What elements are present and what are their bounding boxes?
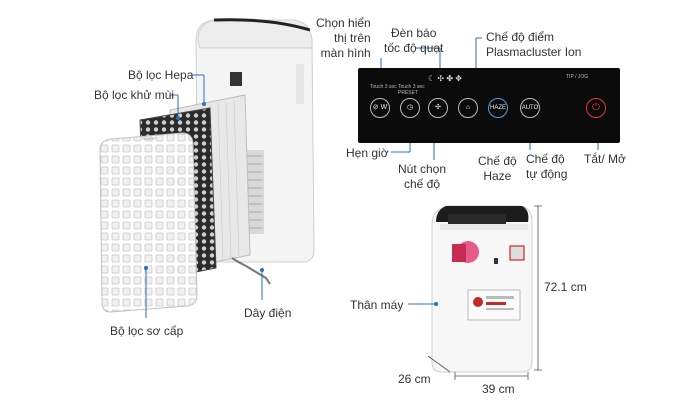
label-deodorizing-filter: Bộ lọc khử mùi: [94, 88, 175, 102]
label-hepa-filter: Bộ lọc Hepa: [128, 68, 194, 82]
pre-filter-illustration: SHARP: [99, 132, 198, 313]
haze-button[interactable]: HAZE: [488, 98, 508, 118]
panel-small-text-3: PRESET: [398, 90, 419, 96]
label-fan-speed-indicator: Đèn báo tốc độ quạt: [384, 26, 444, 55]
dimension-depth: 26 cm: [398, 372, 431, 386]
label-haze-mode: Chế độ Haze: [478, 154, 517, 183]
label-body: Thân máy: [350, 298, 404, 312]
callout-lines-left: [144, 74, 264, 318]
panel-small-text-1: Touch 3 sec: [370, 84, 397, 90]
label-power: Tắt/ Mở: [584, 152, 626, 166]
label-pre-filter: Bộ lọc sơ cấp: [110, 324, 184, 338]
front-unit-illustration: [431, 205, 533, 373]
panel-small-text-2: Touch 3 sec: [398, 84, 425, 90]
panel-small-text-4: TIP / JOG: [566, 74, 589, 80]
dimension-width: 39 cm: [482, 382, 515, 396]
label-auto-mode: Chế độ tự động: [526, 152, 568, 181]
label-timer: Hẹn giờ: [346, 146, 389, 160]
mode-select-button[interactable]: ✣: [428, 98, 448, 118]
callout-body: [408, 302, 438, 306]
label-mode-select: Nút chọn chế độ: [398, 162, 447, 191]
dimension-height: 72.1 cm: [544, 280, 587, 294]
plasmacluster-button[interactable]: ⌂: [458, 98, 478, 118]
power-cord-illustration: [231, 257, 271, 285]
timer-button[interactable]: ◷: [400, 98, 420, 118]
fan-speed-indicator-icon: ☾ ✣ ✤ ✥: [428, 74, 462, 83]
control-panel: Touch 3 sec Touch 3 sec PRESET TIP / JOG…: [358, 68, 620, 143]
display-select-button[interactable]: ⊘ W: [370, 98, 390, 118]
label-power-cord: Dây điện: [244, 306, 292, 320]
auto-button[interactable]: AUTO: [520, 98, 540, 118]
dimension-lines: [427, 205, 542, 380]
label-plasmacluster: Chế độ điểm Plasmacluster Ion: [486, 30, 582, 59]
svg-text:SHARP: SHARP: [142, 136, 156, 141]
power-button[interactable]: ⏻: [586, 98, 606, 118]
label-display-select: Chọn hiển thị trên màn hình: [316, 16, 371, 60]
